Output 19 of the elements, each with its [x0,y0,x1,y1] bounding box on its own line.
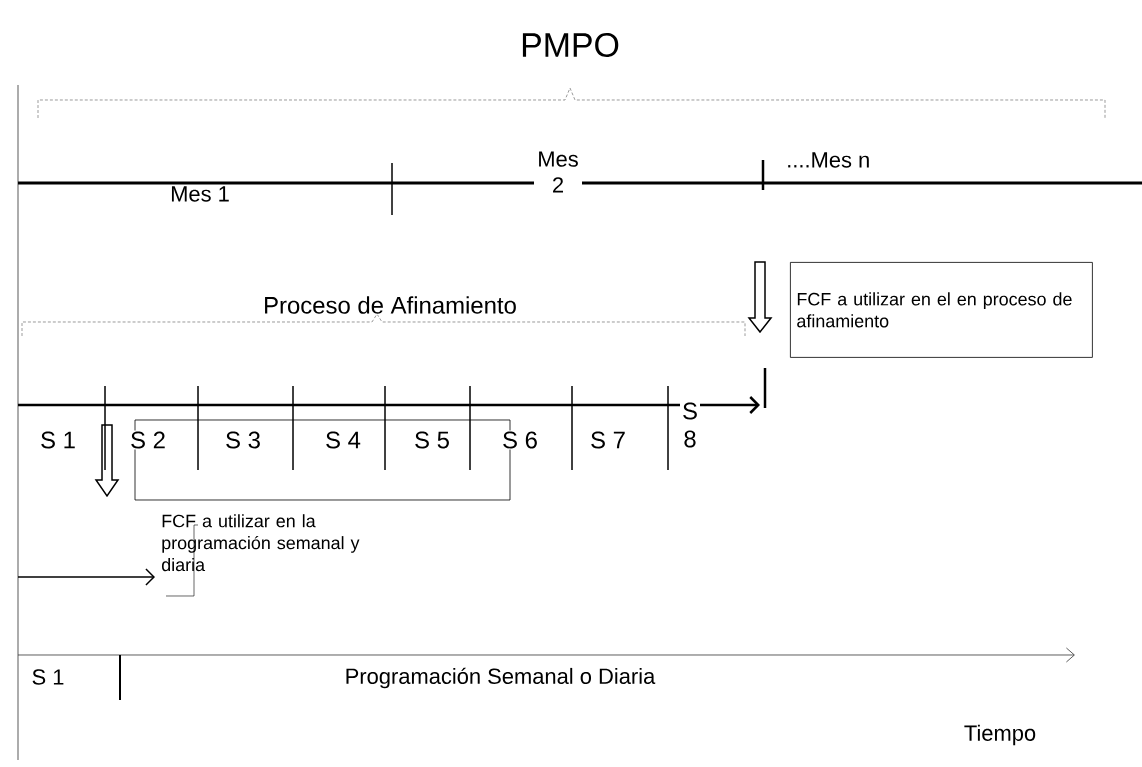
axis-label: Proceso de Afinamiento [262,295,518,315]
axis-label: S 7 [589,430,627,450]
axis-label: S 5 [413,430,451,450]
axis-label: S 6 [501,430,539,450]
arrow [17,568,155,586]
axis-label: Tiempo [962,723,1038,747]
axis-label: S 8 [680,401,700,449]
note-text: FCF a utilizar en la programación semanal y diaria [161,514,360,572]
text-box: FCF a utilizar en el en proceso de afinamiento [790,262,1093,358]
axis-label: S 1 [39,430,77,450]
axis-label: S 4 [324,430,362,450]
axis-label: ....Mes n [785,151,872,169]
axis-label: S 3 [224,430,262,450]
title: PMPO [522,33,619,57]
axis-label: S 2 [129,430,167,450]
axis-label: Mes 2 [534,150,582,194]
axis-label: S 1 [30,668,66,686]
axis-label: Programación Semanal o Diaria [343,666,657,690]
axis-label: Mes 1 [169,185,231,203]
